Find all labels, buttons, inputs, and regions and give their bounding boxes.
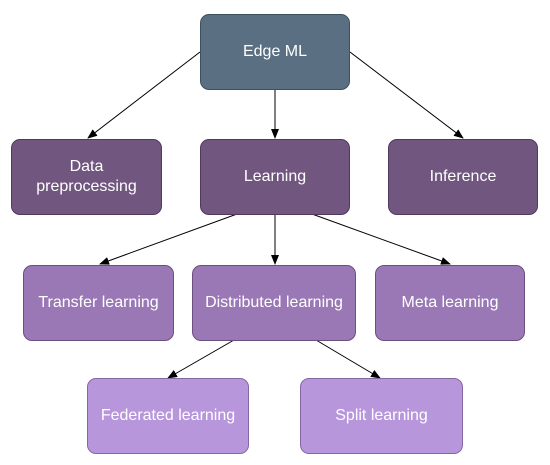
- node-edge-ml: Edge ML: [200, 14, 350, 90]
- node-data-preprocessing-label: Data preprocessing: [36, 158, 137, 195]
- node-data-preprocessing: Data preprocessing: [11, 139, 162, 215]
- edge-edge-ml-to-data-preprocessing: [87, 51, 201, 139]
- edge-distributed-learning-to-federated-learning: [167, 339, 235, 379]
- node-federated-learning: Federated learning: [87, 378, 249, 454]
- edge-learning-to-meta-learning: [311, 213, 451, 265]
- node-learning-label: Learning: [243, 168, 307, 185]
- node-distributed-learning-label: Distributed learning: [205, 294, 343, 311]
- node-meta-learning-label: Meta learning: [401, 294, 499, 311]
- node-federated-learning-label: Federated learning: [100, 407, 236, 424]
- node-split-learning: Split learning: [300, 378, 463, 454]
- node-meta-learning: Meta learning: [375, 265, 525, 341]
- edge-distributed-learning-to-split-learning: [315, 339, 381, 379]
- node-transfer-learning: Transfer learning: [23, 265, 174, 341]
- edge-learning-to-transfer-learning: [99, 213, 238, 265]
- node-learning: Learning: [200, 139, 350, 215]
- node-edge-ml-label: Edge ML: [242, 43, 308, 60]
- node-inference-label: Inference: [429, 168, 497, 185]
- node-split-learning-label: Split learning: [335, 407, 428, 424]
- node-distributed-learning: Distributed learning: [192, 265, 356, 341]
- node-inference: Inference: [388, 139, 538, 215]
- node-transfer-learning-label: Transfer learning: [38, 294, 159, 311]
- edge-edge-ml-to-inference: [349, 51, 464, 139]
